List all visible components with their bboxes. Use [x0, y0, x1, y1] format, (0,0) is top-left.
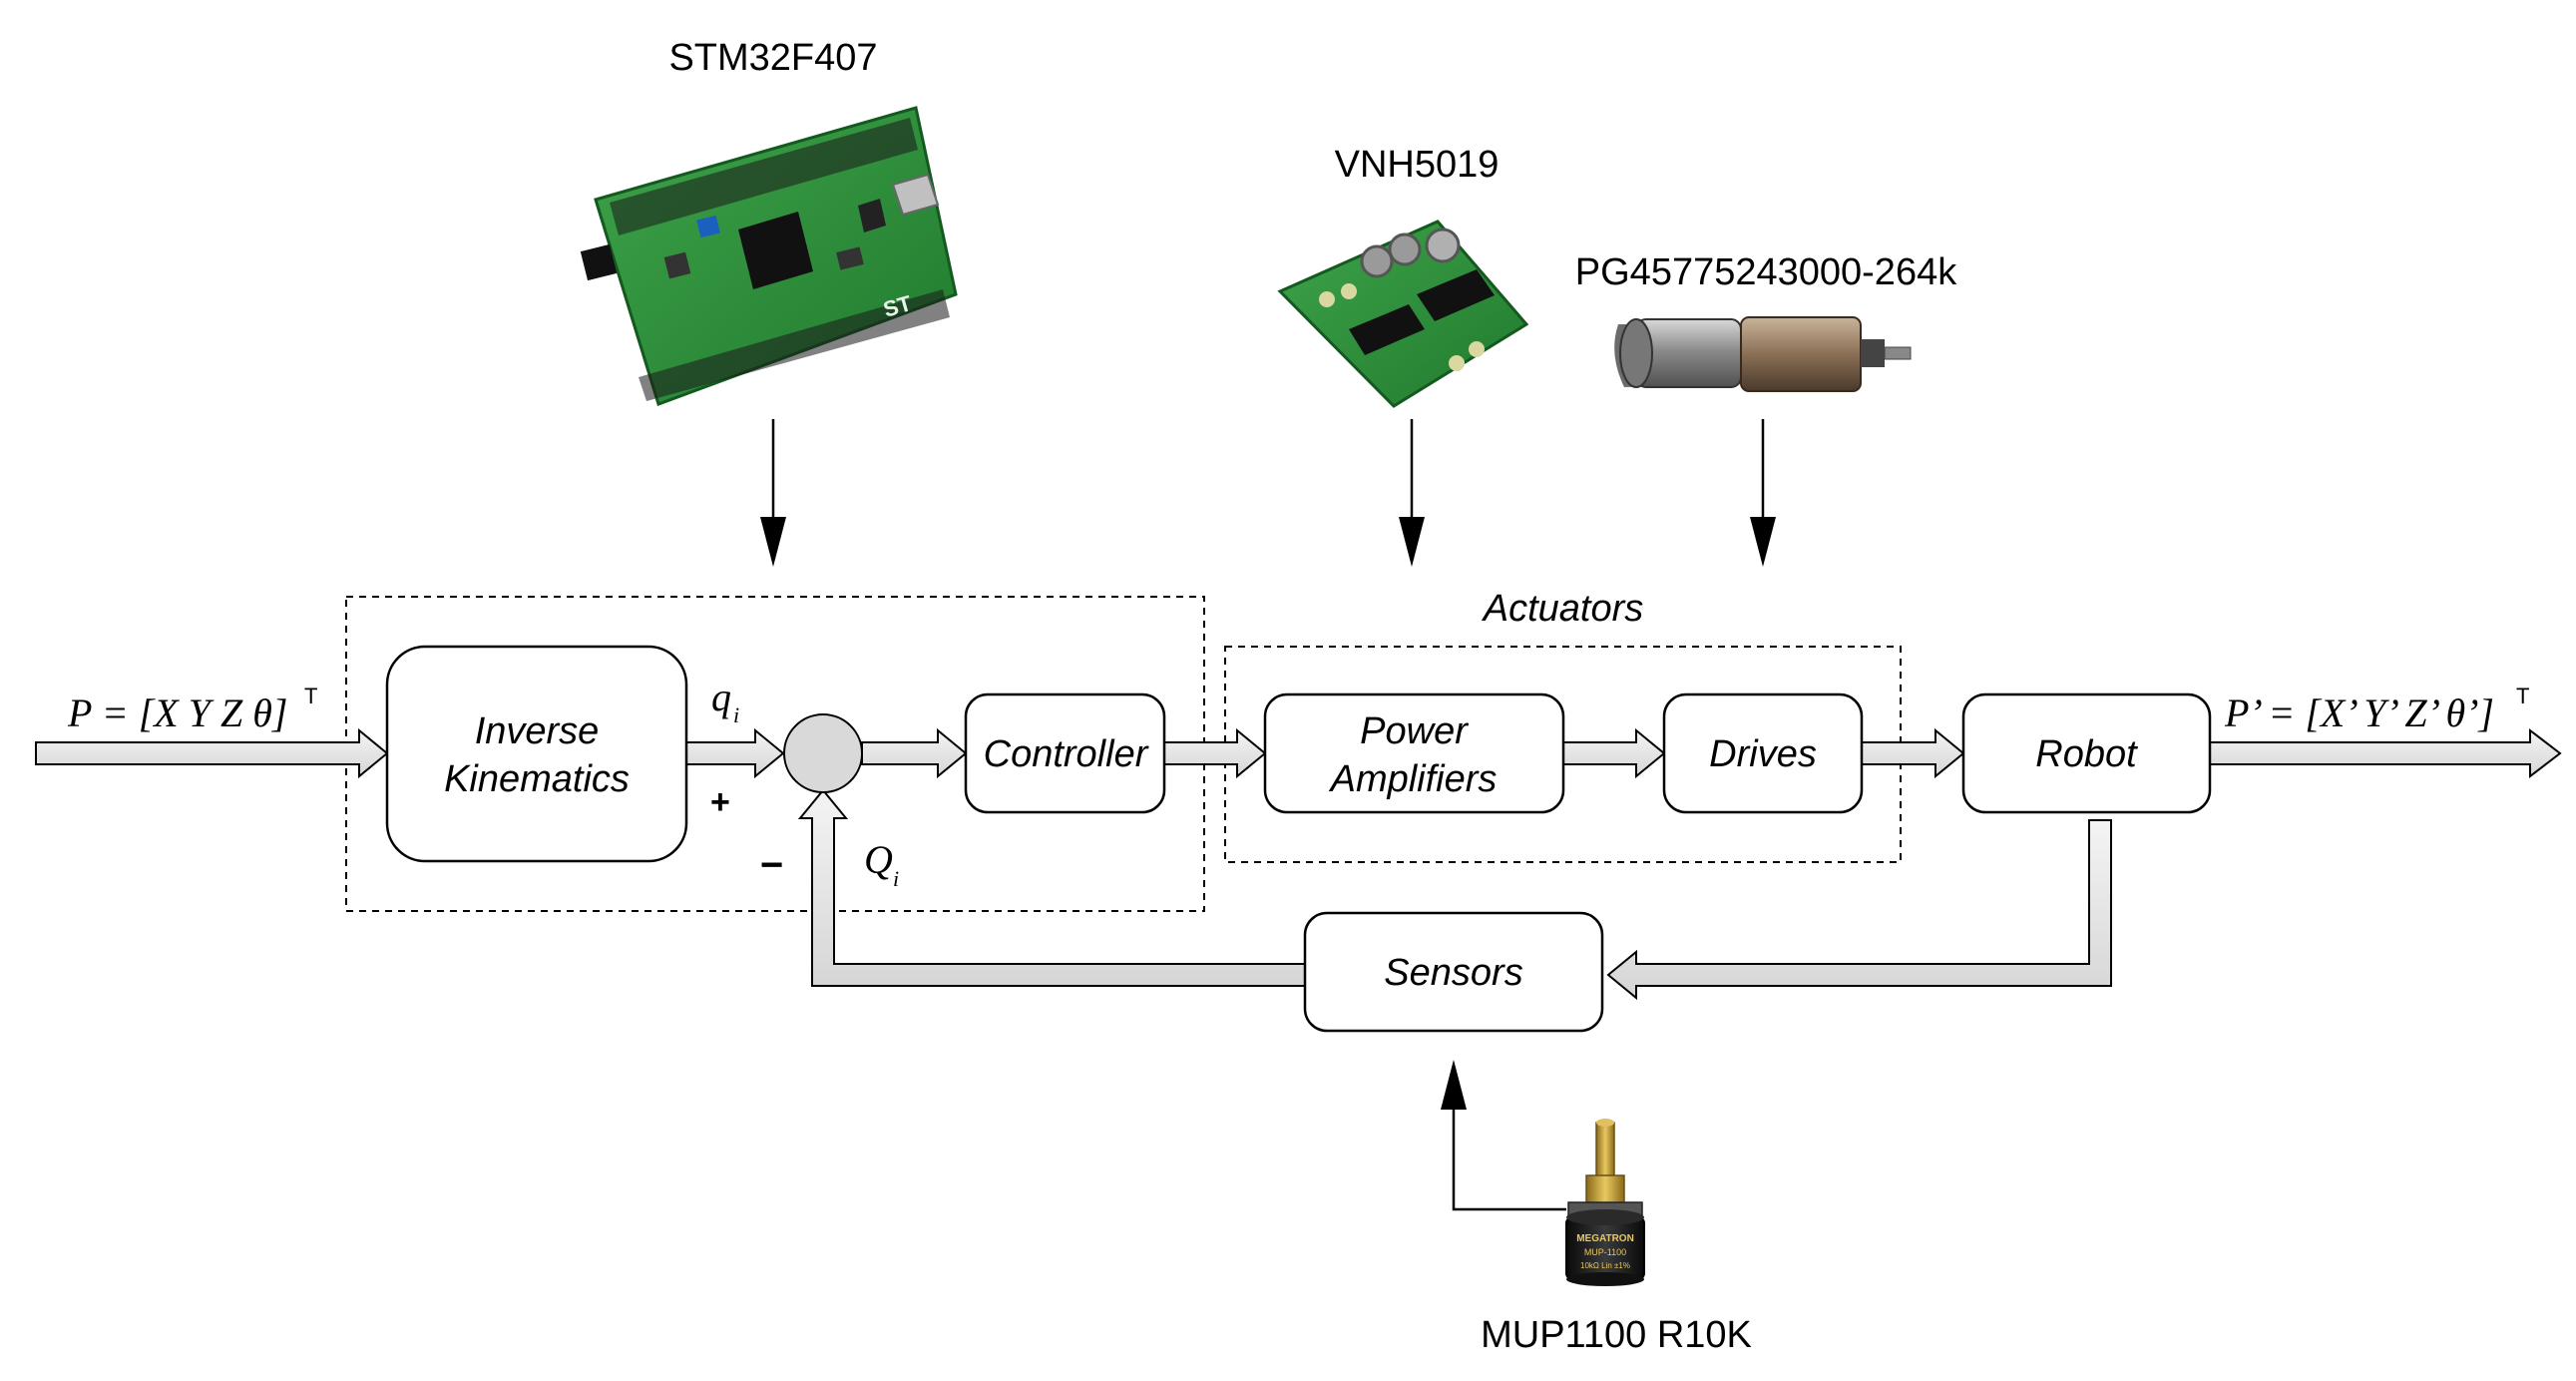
- controller-block: [964, 692, 1166, 814]
- input-vector-label: P = [X Y Z θ]: [67, 690, 287, 735]
- qi-label: q: [711, 675, 731, 719]
- sensors-block: [1303, 911, 1604, 1033]
- inverse-kinematics-block: [385, 645, 688, 863]
- potentiometer-image: MEGATRON MUP-1100 10kΩ Lin ±1%: [1565, 1119, 1645, 1286]
- ik-to-sum-arrow: [685, 727, 785, 779]
- gearmotor-label: PG45775243000-264k: [1575, 251, 1957, 293]
- robot-label: Robot: [2035, 733, 2138, 775]
- component-pointer-heads: [760, 517, 1776, 1110]
- gearmotor-pointer-arrowhead: [1750, 517, 1776, 567]
- megatron-model-text: MUP-1100: [1584, 1247, 1626, 1257]
- output-signal-arrow: [2209, 727, 2562, 779]
- input-transpose-sup: T: [304, 684, 317, 708]
- megatron-brand-text: MEGATRON: [1576, 1233, 1634, 1244]
- drives-block: [1662, 692, 1864, 814]
- power-amplifiers-block: [1263, 692, 1565, 814]
- controller-to-pa-arrow: [1163, 727, 1267, 779]
- potentiometer-pointer-arrowhead: [1441, 1060, 1467, 1110]
- sensors-to-sum-arrow: [797, 788, 1306, 987]
- megatron-spec-text: 10kΩ Lin ±1%: [1580, 1261, 1630, 1270]
- component-pointer-lines: [771, 419, 1765, 1211]
- pa-label-line1: Power: [1360, 710, 1469, 752]
- plus-sign: +: [710, 783, 730, 821]
- stm32-label: STM32F407: [668, 37, 877, 79]
- ik-label-line2: Kinematics: [444, 758, 630, 800]
- sensors-label: Sensors: [1384, 952, 1522, 994]
- summing-junction: [783, 713, 863, 793]
- sum-to-controller-arrow: [861, 727, 968, 779]
- vnh5019-board-image: [1277, 220, 1529, 408]
- input-signal-arrow: [35, 727, 389, 779]
- drives-label: Drives: [1709, 733, 1817, 775]
- stm32-pointer-arrowhead: [760, 517, 786, 567]
- gearmotor-image: [1614, 316, 1912, 392]
- output-vector-label: P’ = [X’ Y’ Z’ θ’]: [2224, 690, 2494, 735]
- Qi-label: Q: [864, 837, 893, 882]
- controller-label: Controller: [984, 733, 1149, 775]
- ik-label-line1: Inverse: [475, 710, 600, 752]
- actuators-label: Actuators: [1482, 588, 1644, 630]
- Qi-subscript: i: [893, 866, 899, 891]
- minus-sign: −: [760, 843, 783, 887]
- pa-to-drives-arrow: [1562, 727, 1666, 779]
- robot-to-sensors-arrow: [1606, 819, 2112, 1001]
- vnh5019-label: VNH5019: [1335, 144, 1500, 186]
- output-transpose-sup: T: [2516, 684, 2529, 708]
- drives-to-robot-arrow: [1861, 727, 1965, 779]
- robot-block: [1961, 692, 2212, 814]
- potentiometer-label: MUP1100 R10K: [1481, 1314, 1752, 1356]
- qi-subscript: i: [733, 702, 739, 727]
- vnh5019-pointer-arrowhead: [1399, 517, 1425, 567]
- stm32-board-image: ST: [580, 106, 958, 406]
- pa-label-line2: Amplifiers: [1329, 758, 1498, 800]
